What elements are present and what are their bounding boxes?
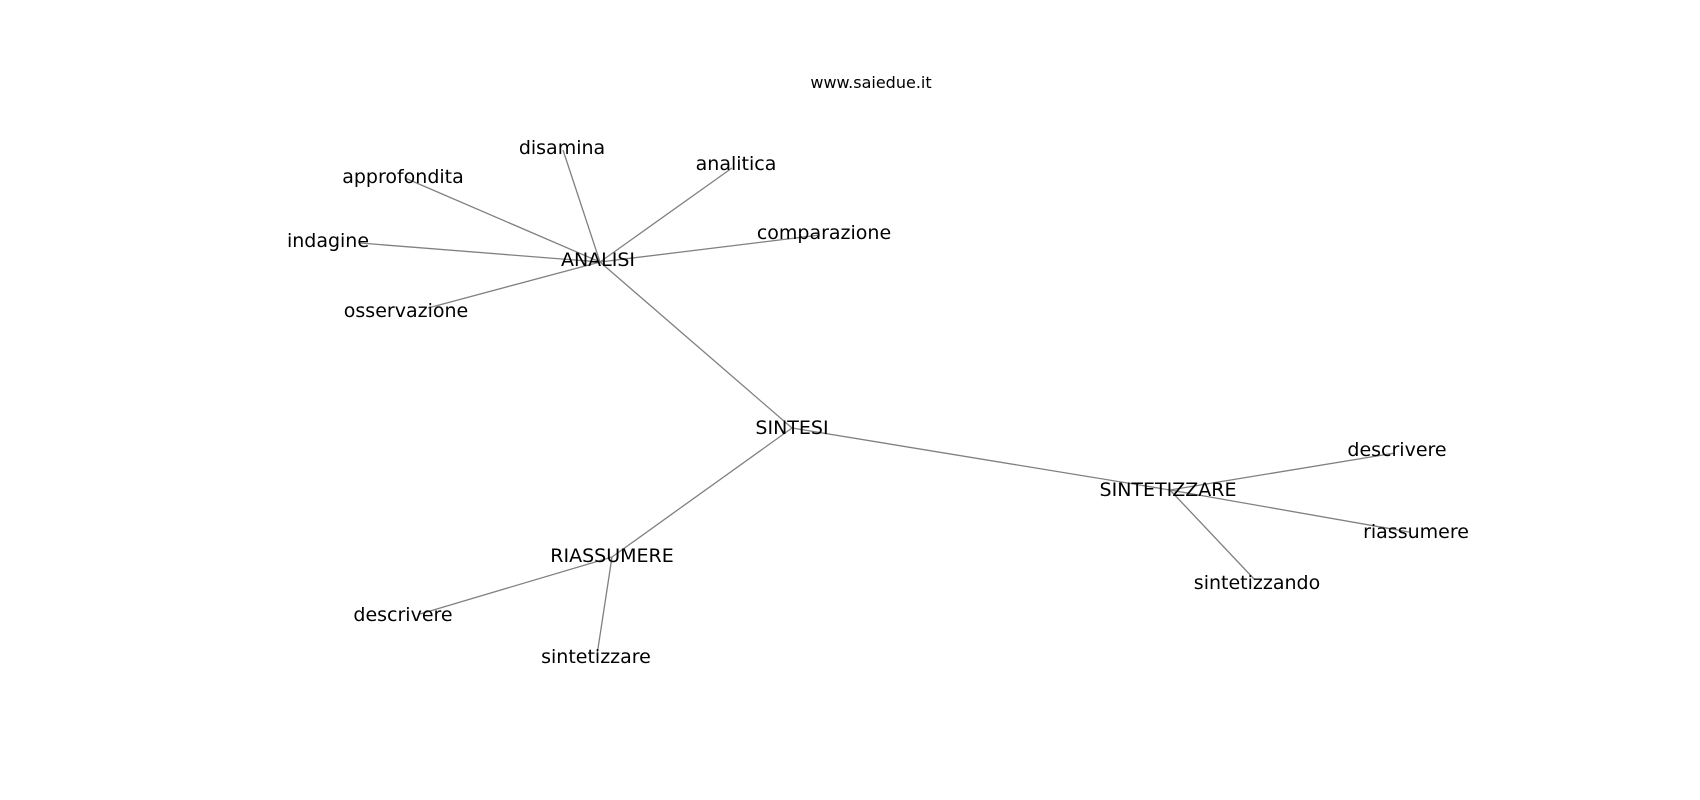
nodes-layer: SINTESI ANALISI SINTETIZZARE RIASSUMERE disa… [287,137,1469,668]
edge-analisi-approfondita [404,177,601,263]
edge-analisi-analitica [599,167,733,263]
edge-sintesi-sintetizzare [791,427,1171,491]
node-label-analisi: ANALISI [561,249,635,271]
node-label-sintetizzare: SINTETIZZARE [1100,479,1237,501]
node-label-descrivere-a: descrivere [1347,439,1446,461]
edge-sintetizzare-descrivere_a [1169,452,1396,491]
node-label-indagine: indagine [287,230,369,252]
edge-sintetizzare-riassumere_small [1169,489,1410,533]
edge-riassumere-descrivere_b [419,556,613,615]
site-url: www.saiedue.it [810,73,931,92]
node-label-sintetizzare-small: sintetizzare [541,646,651,668]
edge-sintesi-riassumere [611,427,793,558]
edges-layer [359,149,1410,656]
node-label-riassumere-small: riassumere [1363,521,1469,543]
edge-riassumere-sintetizzare_small [596,556,613,656]
node-label-disamina: disamina [519,137,605,159]
edge-analisi-comparazione [599,234,821,263]
edge-sintetizzare-sintetizzando [1169,489,1256,581]
node-label-riassumere: RIASSUMERE [550,545,673,567]
node-label-osservazione: osservazione [344,300,468,322]
node-label-comparazione: comparazione [757,222,891,244]
node-label-approfondita: approfondita [342,166,464,188]
edge-analisi-osservazione [427,261,601,309]
node-label-descrivere-b: descrivere [353,604,452,626]
node-label-analitica: analitica [696,153,777,175]
edge-analisi-indagine [359,242,601,263]
edge-analisi-disamina [562,149,601,263]
edge-sintesi-analisi [599,261,793,429]
node-label-sintesi: SINTESI [755,417,828,439]
node-label-sintetizzando: sintetizzando [1194,572,1320,594]
